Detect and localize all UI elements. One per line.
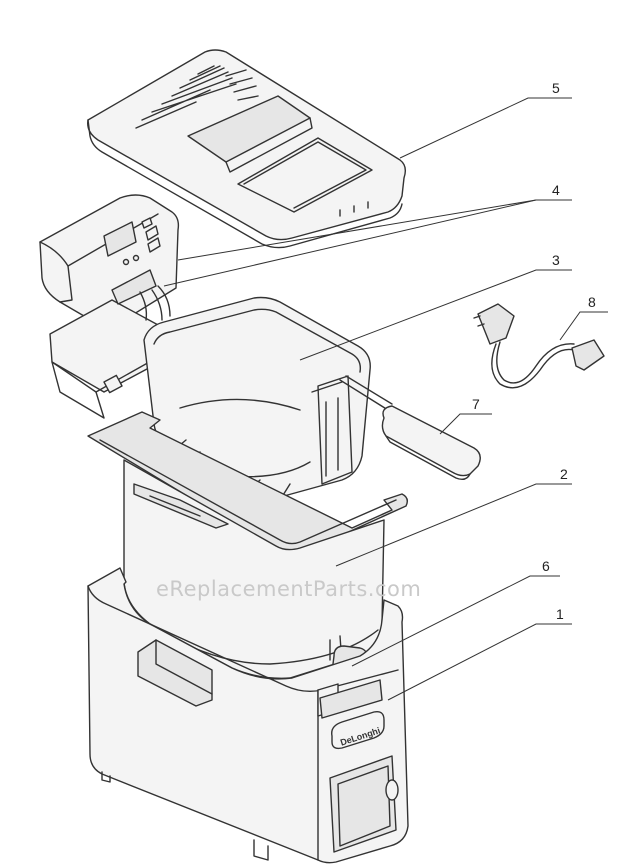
label-part-4: 4 bbox=[552, 182, 560, 198]
label-part-1: 1 bbox=[556, 606, 564, 622]
part-basket[interactable] bbox=[143, 296, 371, 517]
leader-lines bbox=[163, 97, 608, 701]
label-part-8: 8 bbox=[588, 294, 596, 310]
part-control-unit[interactable] bbox=[39, 194, 180, 419]
watermark: eReplacementParts.com bbox=[156, 577, 421, 601]
label-part-3: 3 bbox=[552, 252, 560, 268]
part-oil-container[interactable] bbox=[87, 411, 409, 679]
label-part-7: 7 bbox=[472, 396, 480, 412]
part-base-housing[interactable] bbox=[87, 567, 409, 864]
label-part-6: 6 bbox=[542, 558, 550, 574]
lid-vents bbox=[135, 65, 259, 129]
label-part-2: 2 bbox=[560, 466, 568, 482]
part-power-cord[interactable] bbox=[473, 303, 605, 389]
label-part-5: 5 bbox=[552, 80, 560, 96]
part-basket-handle[interactable] bbox=[339, 375, 481, 481]
part-lid[interactable] bbox=[87, 49, 407, 249]
